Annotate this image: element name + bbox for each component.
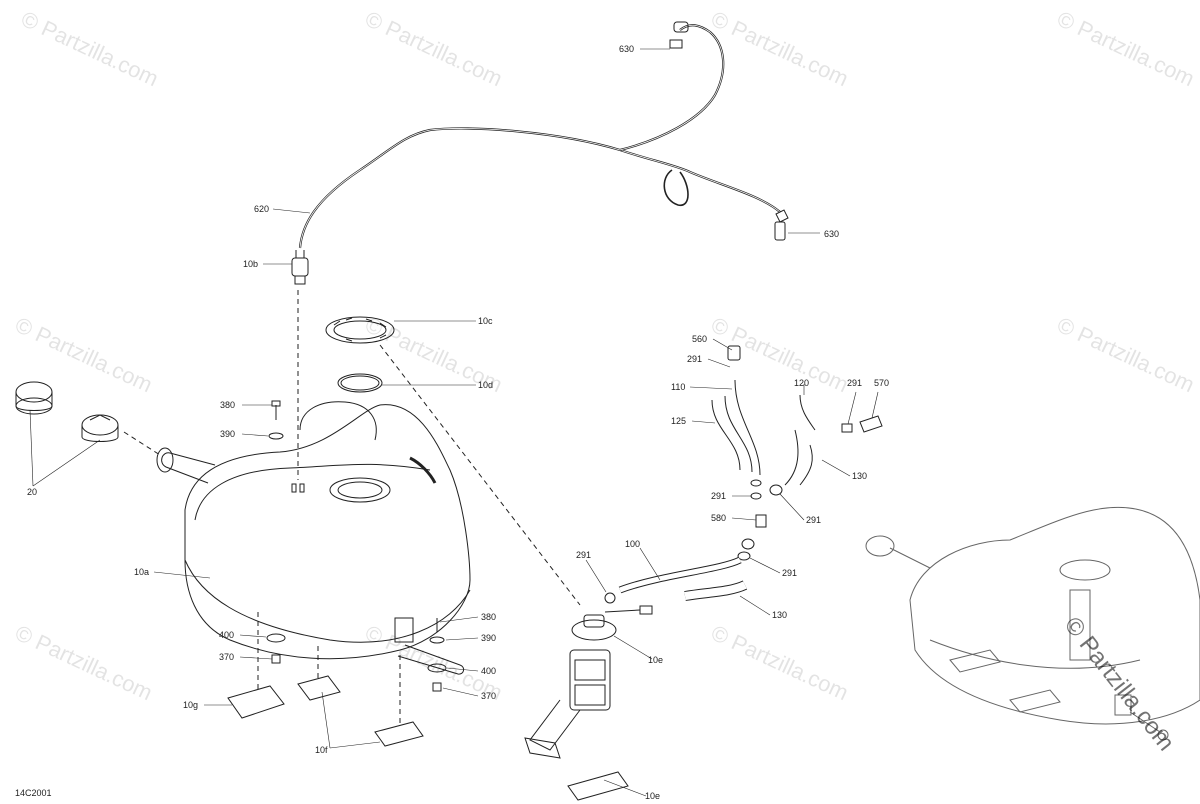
fuel-cap-20b: [81, 414, 119, 442]
pad-10f-a: [297, 675, 341, 701]
callout-580: 580: [711, 513, 727, 523]
washer-400b: [427, 663, 447, 673]
callout-10d: 10d: [478, 380, 494, 390]
hose-group-right: [604, 345, 883, 604]
callout-630: 630: [619, 44, 635, 54]
callout-380: 380: [220, 400, 236, 410]
bolt-380a: [271, 400, 281, 420]
fuel-cap-20a: [15, 381, 53, 415]
callout-400: 400: [481, 666, 497, 676]
callout-100: 100: [625, 539, 641, 549]
callout-560: 560: [692, 334, 708, 344]
callout-130: 130: [772, 610, 788, 620]
vent-hose-620: [298, 21, 789, 249]
seal-10d: [337, 373, 383, 393]
callout-110: 110: [671, 382, 686, 392]
callout-400: 400: [219, 630, 235, 640]
callout-390: 390: [481, 633, 497, 643]
callout-10e: 10e: [645, 791, 661, 801]
drawing-code: 14C2001: [15, 788, 52, 798]
callout-10g: 10g: [183, 700, 199, 710]
fitting-10b: [291, 250, 309, 480]
pad-10e: [567, 771, 629, 801]
inset-assembled-view: [865, 506, 1200, 741]
callout-20: 20: [27, 487, 38, 497]
washer-400a: [266, 633, 286, 643]
callout-570: 570: [874, 378, 890, 388]
callout-10e: 10e: [648, 655, 664, 665]
callout-291: 291: [576, 550, 592, 560]
callout-291: 291: [711, 491, 727, 501]
callout-291: 291: [847, 378, 863, 388]
callout-10a: 10a: [134, 567, 150, 577]
leader-lines: [29, 48, 879, 797]
fuel-pump-10e: [524, 605, 653, 759]
callout-130: 130: [852, 471, 868, 481]
nut-370a: [271, 654, 281, 664]
callout-10b: 10b: [243, 259, 259, 269]
pad-10g: [227, 685, 285, 719]
callout-10f: 10f: [315, 745, 328, 755]
callout-370: 370: [481, 691, 497, 701]
callout-370: 370: [219, 652, 235, 662]
fuel-tank-10a: [156, 401, 471, 675]
callout-291: 291: [806, 515, 822, 525]
callout-291: 291: [687, 354, 703, 364]
callout-630: 630: [824, 229, 840, 239]
callout-120: 120: [794, 378, 810, 388]
callout-380: 380: [481, 612, 497, 622]
lock-ring-10c: [325, 316, 395, 344]
callout-620: 620: [254, 204, 270, 214]
nut-370b: [432, 682, 442, 692]
assembly-guide-line: [379, 344, 581, 606]
callout-390: 390: [220, 429, 236, 439]
washer-390a: [268, 432, 284, 440]
callout-125: 125: [671, 416, 687, 426]
callout-291: 291: [782, 568, 798, 578]
pad-10f-b: [374, 721, 424, 747]
washer-390b: [429, 636, 445, 644]
callout-10c: 10c: [478, 316, 493, 326]
